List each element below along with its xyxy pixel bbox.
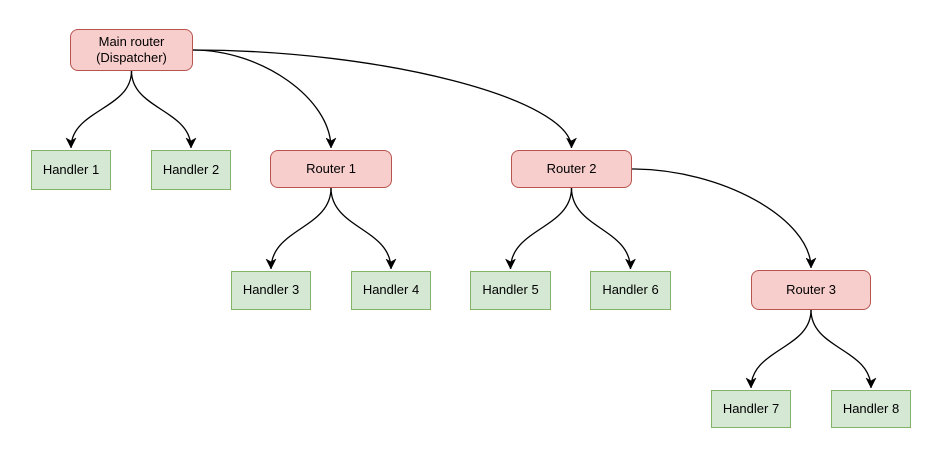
node-main-router: Main router(Dispatcher) bbox=[70, 29, 193, 71]
node-handler-3: Handler 3 bbox=[231, 271, 311, 310]
node-label: Main router bbox=[98, 33, 165, 49]
edge-main-router-to-handler-1 bbox=[65, 70, 133, 149]
node-label: Handler 7 bbox=[722, 400, 780, 416]
node-handler-2: Handler 2 bbox=[151, 150, 231, 190]
node-label: Router 1 bbox=[306, 160, 356, 176]
node-label: Handler 3 bbox=[242, 282, 300, 298]
node-label: Handler 6 bbox=[602, 282, 659, 298]
edge-router-2-to-handler-5 bbox=[504, 187, 573, 270]
node-label: Handler 8 bbox=[842, 400, 900, 416]
edge-main-router-to-router-2 bbox=[192, 49, 578, 149]
node-handler-5: Handler 5 bbox=[470, 271, 551, 310]
node-router-1: Router 1 bbox=[270, 150, 392, 188]
node-label: Router 3 bbox=[786, 281, 836, 297]
node-label: Handler 1 bbox=[42, 161, 100, 177]
node-router-2: Router 2 bbox=[511, 150, 632, 188]
edge-router-3-to-handler-7 bbox=[745, 309, 812, 389]
edge-group bbox=[65, 49, 877, 389]
node-handler-7: Handler 7 bbox=[711, 390, 791, 428]
node-handler-6: Handler 6 bbox=[590, 271, 671, 310]
node-label: Handler 5 bbox=[482, 282, 539, 298]
edge-router-1-to-handler-3 bbox=[265, 187, 332, 270]
node-label: Router 2 bbox=[546, 160, 597, 176]
node-handler-1: Handler 1 bbox=[31, 150, 111, 190]
node-handler-8: Handler 8 bbox=[831, 390, 911, 428]
node-label: Handler 4 bbox=[362, 282, 420, 298]
node-label: (Dispatcher) bbox=[96, 50, 167, 65]
edge-router-2-to-router-3 bbox=[631, 168, 817, 269]
edge-router-1-to-handler-4 bbox=[330, 187, 397, 270]
edge-main-router-to-router-1 bbox=[192, 49, 337, 149]
node-router-3: Router 3 bbox=[751, 270, 871, 310]
node-label: Handler 2 bbox=[162, 161, 220, 177]
edge-router-2-to-handler-6 bbox=[570, 187, 637, 270]
edge-main-router-to-handler-2 bbox=[130, 70, 197, 149]
node-handler-4: Handler 4 bbox=[351, 271, 431, 310]
edge-router-3-to-handler-8 bbox=[810, 309, 877, 389]
